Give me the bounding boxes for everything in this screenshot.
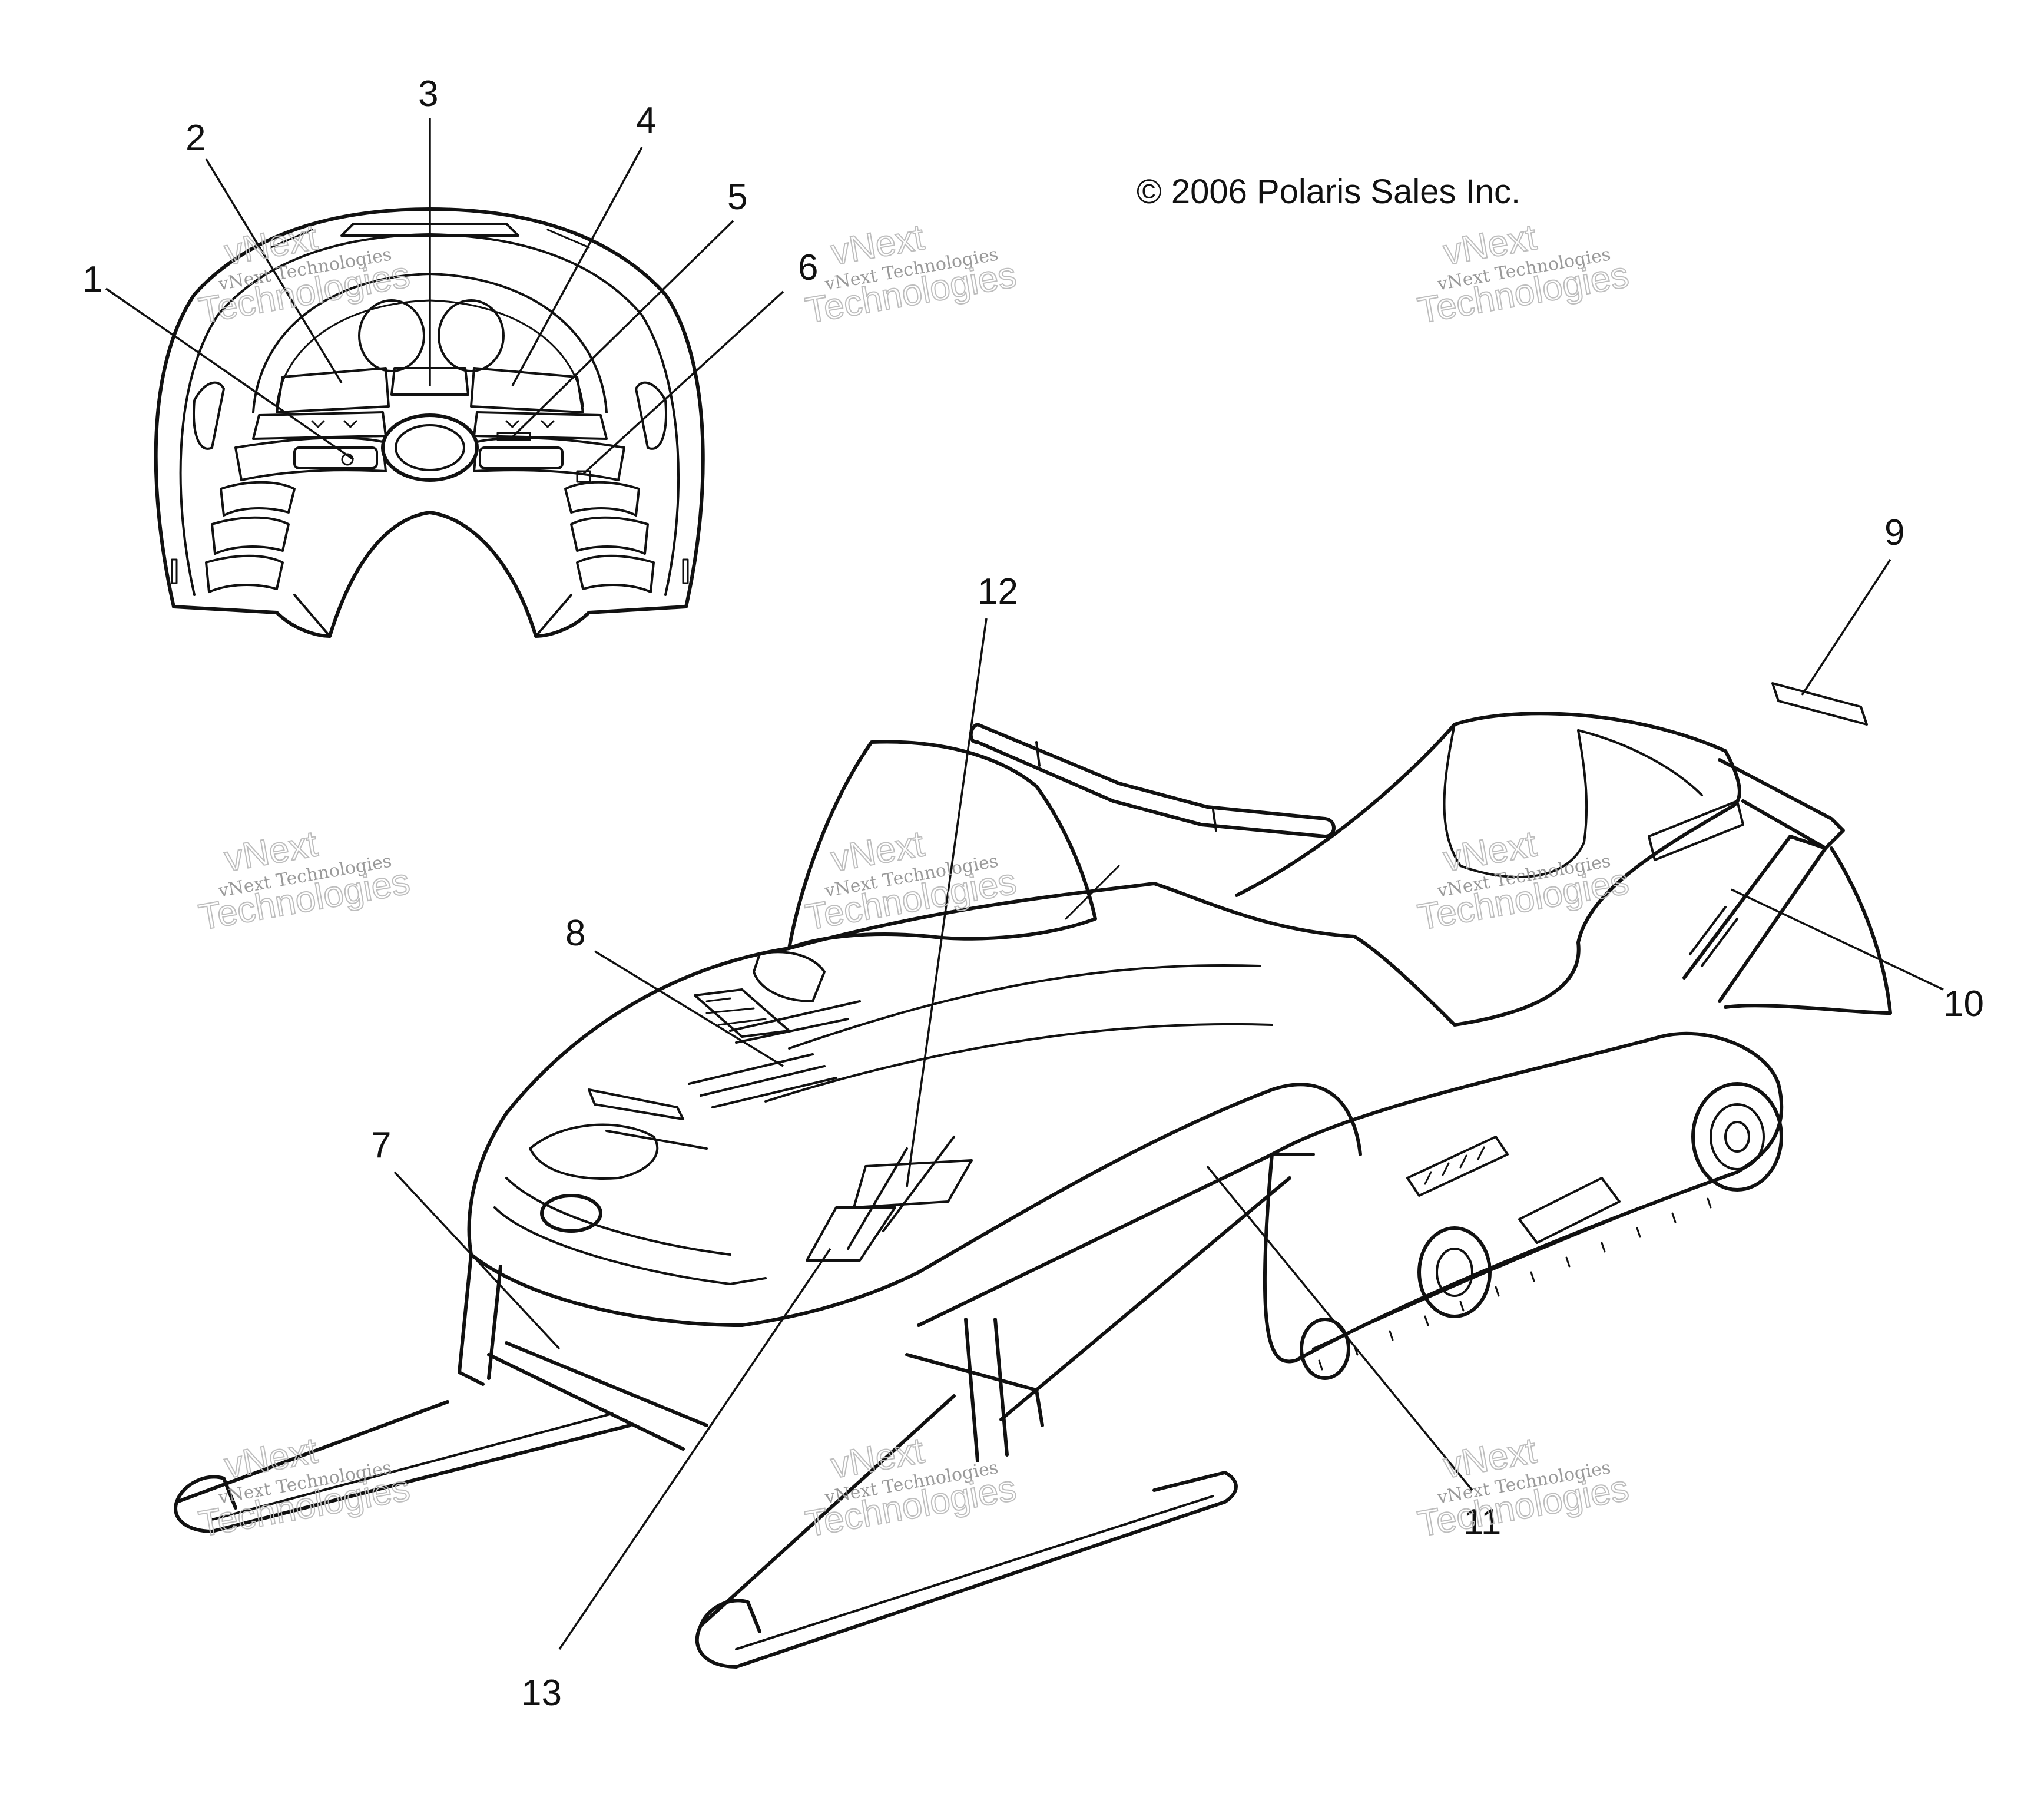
rear-decals bbox=[1648, 682, 1868, 861]
callout-3: 3 bbox=[418, 74, 438, 114]
hood-inset-drawing bbox=[154, 207, 705, 638]
watermark-tc: vNext vNext Technologies Technologies bbox=[802, 216, 1020, 332]
snowmobile-drawing bbox=[174, 712, 1892, 1669]
watermark-bc: vNext vNext Technologies Technologies bbox=[802, 1430, 1020, 1546]
callout-5: 5 bbox=[727, 177, 747, 217]
callout-numbers: 1 2 3 4 5 6 7 8 9 10 11 12 13 bbox=[82, 74, 1984, 1713]
watermarks: vNext vNext Technologies Technologies vN… bbox=[196, 216, 1632, 1546]
callout-8: 8 bbox=[565, 913, 585, 954]
watermark-ml: vNext vNext Technologies Technologies bbox=[196, 823, 413, 939]
watermark-br: vNext vNext Technologies Technologies bbox=[1414, 1430, 1632, 1546]
callout-4: 4 bbox=[636, 100, 656, 141]
watermark-bl: vNext vNext Technologies Technologies bbox=[196, 1430, 413, 1546]
callout-13: 13 bbox=[521, 1673, 562, 1713]
copyright-notice: © 2006 Polaris Sales Inc. bbox=[1137, 173, 1520, 211]
callout-12: 12 bbox=[978, 571, 1018, 612]
watermark-tl: vNext vNext Technologies Technologies bbox=[196, 216, 413, 332]
callout-7: 7 bbox=[371, 1125, 391, 1166]
callout-11: 11 bbox=[1463, 1502, 1501, 1543]
watermark-mc: vNext vNext Technologies Technologies bbox=[802, 823, 1020, 939]
callout-2: 2 bbox=[185, 118, 206, 158]
leader-lines bbox=[105, 118, 1944, 1650]
watermark-tr: vNext vNext Technologies Technologies bbox=[1414, 216, 1632, 332]
callout-9: 9 bbox=[1884, 512, 1904, 553]
callout-6: 6 bbox=[798, 247, 818, 288]
watermark-mr: vNext vNext Technologies Technologies bbox=[1414, 823, 1632, 939]
callout-1: 1 bbox=[82, 259, 102, 300]
callout-10: 10 bbox=[1943, 984, 1984, 1024]
